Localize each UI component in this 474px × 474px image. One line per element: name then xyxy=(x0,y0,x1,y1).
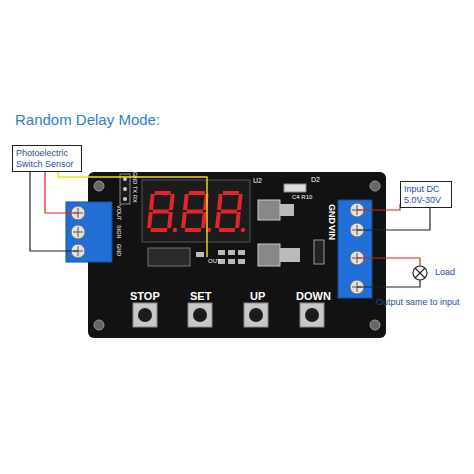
seven-segment-display xyxy=(142,180,250,242)
terminal-block xyxy=(66,202,112,262)
part-label: U2 xyxy=(253,177,262,184)
display-digit xyxy=(181,191,216,232)
terminal-label: VOUT xyxy=(116,205,122,220)
note-text: Output same to input xyxy=(376,298,460,307)
terminal-label: VIN xyxy=(327,225,336,240)
ground-wire xyxy=(357,208,430,230)
power-wire xyxy=(357,204,400,210)
smd-part xyxy=(228,250,235,255)
terminal-block xyxy=(338,200,372,298)
button-label: SET xyxy=(190,291,211,302)
load-wire xyxy=(357,280,420,287)
mounting-hole xyxy=(94,320,104,330)
smd-part xyxy=(228,259,235,264)
mosfet-tab xyxy=(280,248,300,262)
part-label: D2 xyxy=(311,176,320,183)
lamp-symbol xyxy=(413,266,427,280)
ic-chip xyxy=(148,248,190,266)
button-label: UP xyxy=(250,291,265,302)
button-label: STOP xyxy=(130,291,160,302)
push-button xyxy=(188,303,212,327)
mosfet xyxy=(258,200,280,220)
callout-box: Photoelectric Switch Sensor xyxy=(12,145,82,172)
silkscreen-label: OUT xyxy=(208,258,221,264)
callout-box: Input DC 5.0V-30V xyxy=(400,181,452,208)
power-wire xyxy=(45,172,78,213)
diagram-title: Random Delay Mode: xyxy=(15,111,160,128)
smd-part xyxy=(196,252,204,257)
pcb-board xyxy=(88,172,386,338)
pin-label: RX xyxy=(132,195,138,203)
load-label: Load xyxy=(435,268,455,277)
smd-part xyxy=(238,259,245,264)
push-button xyxy=(300,303,324,327)
mounting-hole xyxy=(370,320,380,330)
mounting-hole xyxy=(94,181,104,191)
smd-part xyxy=(218,250,225,255)
pin-label: GND xyxy=(132,172,138,184)
box-text: Photoelectric Switch Sensor xyxy=(16,148,78,170)
push-button xyxy=(244,303,268,327)
display-digit xyxy=(147,191,182,232)
smd-part xyxy=(238,250,245,255)
box-text: Input DC 5.0V-30V xyxy=(404,184,448,206)
ground-wire xyxy=(30,172,78,251)
display-digit xyxy=(215,191,250,232)
push-button xyxy=(133,303,157,327)
mosfet-tab xyxy=(280,204,294,216)
signal-wire xyxy=(58,172,207,257)
mosfet xyxy=(258,244,280,266)
terminal-screw xyxy=(71,225,85,239)
pin-label: TX xyxy=(132,186,138,193)
terminal-label: GND xyxy=(327,204,336,224)
pin-header xyxy=(120,174,130,204)
diode xyxy=(284,184,306,192)
terminal-label: GND xyxy=(116,244,122,256)
button-label: DOWN xyxy=(296,291,331,302)
terminal-label: SIGN xyxy=(116,225,122,238)
load-wire xyxy=(357,258,420,266)
part-label: C4 R10 xyxy=(292,194,312,200)
smd-part xyxy=(314,240,324,264)
mounting-hole xyxy=(370,181,380,191)
